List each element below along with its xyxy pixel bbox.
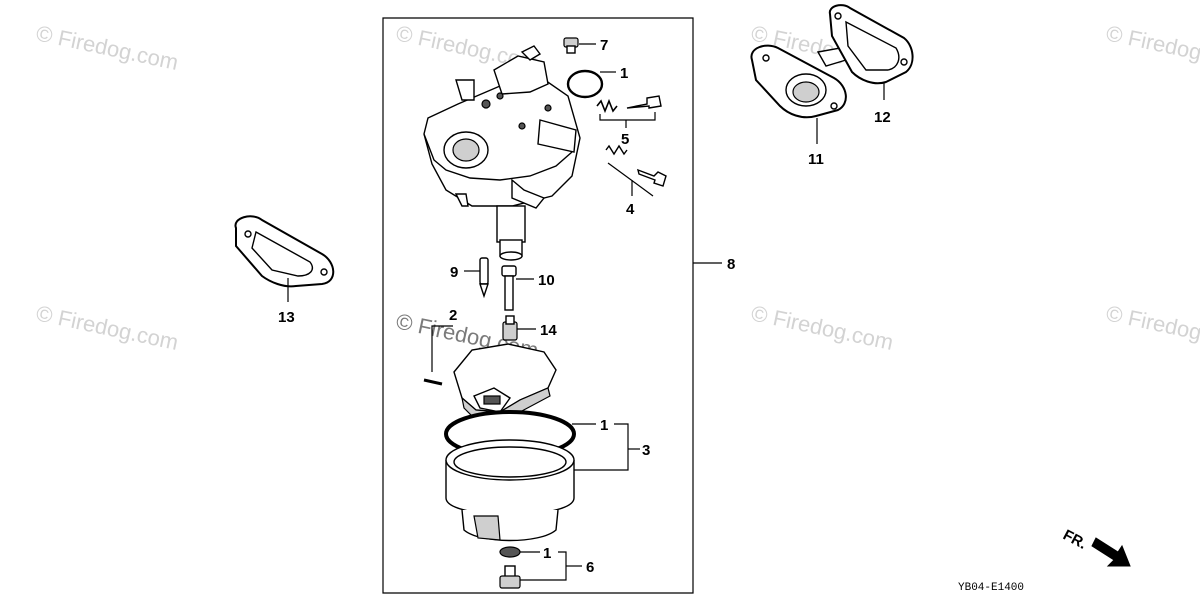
callout-8: 8 <box>727 256 735 273</box>
callout-2: 2 <box>449 307 457 324</box>
callout-10: 10 <box>538 272 555 289</box>
leader-2 <box>431 325 453 372</box>
assembly-bracket <box>382 17 694 594</box>
callout-1-bot: 1 <box>543 545 551 562</box>
part-1-washer <box>499 546 521 558</box>
part-14-jet <box>502 315 518 341</box>
callout-9: 9 <box>450 264 458 281</box>
part-10-nozzle <box>501 265 517 311</box>
part-1-oring-top <box>566 69 604 99</box>
part-6-drain-bolt <box>499 565 521 589</box>
part-9-jet <box>479 257 489 299</box>
part-13-gasket <box>234 215 335 288</box>
bracket-3 <box>574 423 629 471</box>
callout-1-mid: 1 <box>600 417 608 434</box>
part-7-screw <box>563 37 579 54</box>
part-11-insulator <box>750 44 847 119</box>
watermark-mid-left: © Firedog.com <box>34 300 181 355</box>
watermark-far-right: © Firedog.com <box>1104 300 1200 355</box>
callout-7: 7 <box>600 37 608 54</box>
part-4-spring-screw <box>605 144 667 197</box>
watermark-top-right: © Firedog.com <box>1104 20 1200 75</box>
callout-5: 5 <box>621 131 629 148</box>
callout-3: 3 <box>642 442 650 459</box>
float-bowl <box>445 439 575 542</box>
direction-label: FR. <box>1060 527 1089 553</box>
part-2-pin <box>423 378 443 386</box>
part-5-spring-screw <box>596 95 662 128</box>
diagram-code: YB04-E1400 <box>958 582 1024 594</box>
part-12-gasket <box>828 4 914 85</box>
watermark-mid-right: © Firedog.com <box>749 300 896 355</box>
carburetor-body <box>423 45 581 261</box>
callout-13: 13 <box>278 309 295 326</box>
callout-4: 4 <box>626 201 635 218</box>
callout-12: 12 <box>874 109 891 126</box>
direction-arrow-icon <box>1091 537 1131 567</box>
callout-1-top: 1 <box>620 65 628 82</box>
watermark-top-left: © Firedog.com <box>34 20 181 75</box>
callout-11: 11 <box>808 151 824 168</box>
callout-14: 14 <box>540 322 557 339</box>
callout-6: 6 <box>586 559 594 576</box>
